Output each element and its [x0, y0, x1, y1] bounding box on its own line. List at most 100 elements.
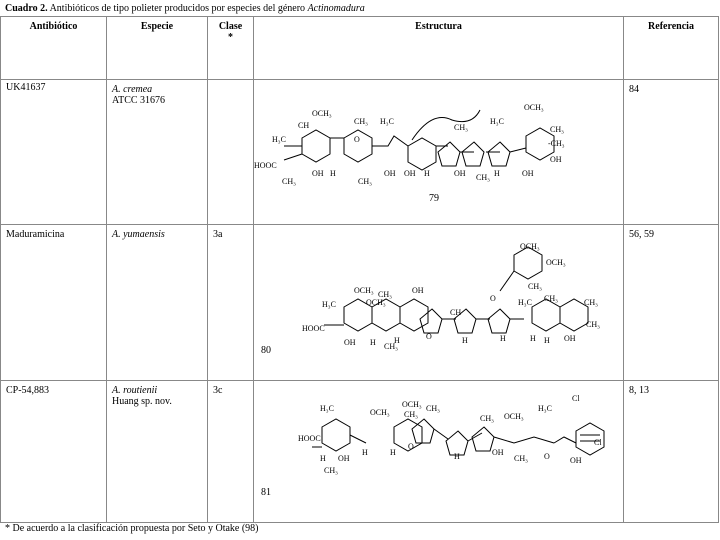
svg-text:H: H: [394, 336, 400, 345]
svg-text:OCH₃: OCH₃: [504, 412, 524, 421]
svg-text:H₃C: H₃C: [272, 135, 286, 144]
svg-text:OH: OH: [454, 169, 466, 178]
svg-text:H: H: [330, 169, 336, 178]
svg-text:CH₃: CH₃: [584, 298, 598, 307]
clase-cell: [207, 79, 254, 225]
reference-value: 8, 13: [629, 385, 649, 396]
svg-text:OH: OH: [344, 338, 356, 347]
svg-text:O: O: [490, 294, 496, 303]
svg-text:OCH₃: OCH₃: [402, 400, 422, 409]
svg-text:O: O: [354, 135, 360, 144]
antibiotic-cell: Maduramicina: [0, 224, 107, 381]
clase-value: 3c: [213, 385, 223, 396]
svg-text:CH₃: CH₃: [528, 282, 542, 291]
svg-text:CH₃: CH₃: [544, 294, 558, 303]
svg-text:CH: CH: [450, 308, 461, 317]
svg-text:H: H: [462, 336, 468, 345]
antibiotic-name: Maduramicina: [6, 229, 65, 240]
col-header-antibiotico: Antibiótico: [0, 16, 107, 80]
header-row: Antibiótico Especie Clase * Estructura R…: [0, 16, 719, 80]
svg-text:Cl: Cl: [594, 438, 602, 447]
svg-text:H: H: [500, 334, 506, 343]
svg-text:CH₃: CH₃: [354, 117, 368, 126]
antibiotic-name: CP-54,883: [6, 385, 50, 396]
reference-cell: 56, 59: [623, 224, 719, 381]
structure-number: 80: [261, 345, 271, 356]
svg-text:CH₃: CH₃: [586, 320, 600, 329]
svg-text:O: O: [408, 442, 414, 451]
svg-text:CH₃: CH₃: [480, 414, 494, 423]
svg-text:CH₃: CH₃: [282, 177, 296, 186]
species-cell: A. yumaensis: [106, 224, 208, 381]
svg-text:H: H: [494, 169, 500, 178]
svg-text:CH: CH: [298, 121, 309, 130]
species-name: A. yumaensis: [112, 229, 165, 240]
svg-text:HOOC: HOOC: [298, 434, 321, 443]
col-header-referencia: Referencia: [623, 16, 719, 80]
clase-footnote-marker: *: [228, 32, 233, 43]
svg-text:H₃C: H₃C: [490, 117, 504, 126]
footnote: * De acuerdo a la clasificación propuest…: [5, 523, 259, 534]
table-row: CP-54,883 A. routienii Huang sp. nov. 3c…: [0, 380, 719, 523]
svg-text:H: H: [424, 169, 430, 178]
antibiotic-cell: UK41637: [0, 79, 107, 225]
svg-text:OCH₃: OCH₃: [520, 242, 540, 251]
reference-value: 56, 59: [629, 229, 654, 240]
svg-text:CH₃: CH₃: [454, 123, 468, 132]
svg-text:Cl: Cl: [572, 394, 580, 403]
clase-value: 3a: [213, 229, 223, 240]
svg-text:H: H: [362, 448, 368, 457]
svg-text:OH: OH: [522, 169, 534, 178]
caption-text: Antibióticos de tipo polieter producidos…: [49, 3, 306, 14]
caption-label: Cuadro 2.: [5, 3, 48, 14]
svg-text:CH₃: CH₃: [550, 125, 564, 134]
svg-text:O: O: [426, 332, 432, 341]
svg-text:H₃C: H₃C: [538, 404, 552, 413]
svg-text:CH₃: CH₃: [378, 290, 392, 299]
svg-text:OH: OH: [384, 169, 396, 178]
svg-text:H: H: [390, 448, 396, 457]
svg-text:H₃C: H₃C: [320, 404, 334, 413]
svg-text:CH₃: CH₃: [514, 454, 528, 463]
svg-text:OH: OH: [338, 454, 350, 463]
clase-cell: 3a: [207, 224, 254, 381]
svg-text:HOOC: HOOC: [254, 161, 277, 170]
col-header-estructura: Estructura: [253, 16, 624, 80]
clase-label: Clase: [218, 21, 243, 32]
svg-text:OCH₃: OCH₃: [370, 408, 390, 417]
reference-cell: 84: [623, 79, 719, 225]
species-name: A. routienii: [112, 385, 158, 396]
svg-text:OH: OH: [570, 456, 582, 465]
species-cell: A. cremea ATCC 31676: [106, 79, 208, 225]
svg-text:OH: OH: [312, 169, 324, 178]
clase-value: [208, 80, 253, 88]
svg-text:H: H: [544, 336, 550, 345]
svg-text:H: H: [530, 334, 536, 343]
antibiotics-table: Antibiótico Especie Clase * Estructura R…: [0, 16, 719, 523]
svg-text:OH: OH: [564, 334, 576, 343]
svg-text:CH₃: CH₃: [324, 466, 338, 475]
svg-text:OCH₃: OCH₃: [524, 103, 544, 112]
structure-number: 79: [429, 193, 439, 204]
col-header-clase: Clase *: [207, 16, 254, 80]
svg-text:OH: OH: [404, 169, 416, 178]
table-caption: Cuadro 2. Antibióticos de tipo polieter …: [5, 3, 365, 14]
svg-text:CH₃: CH₃: [476, 173, 490, 182]
antibiotic-name: UK41637: [6, 82, 46, 93]
svg-text:H₃C: H₃C: [380, 117, 394, 126]
svg-text:H: H: [454, 452, 460, 461]
reference-value: 84: [629, 84, 639, 95]
strain-name: ATCC 31676: [112, 95, 166, 106]
antibiotic-cell: CP-54,883: [0, 380, 107, 523]
clase-cell: 3c: [207, 380, 254, 523]
svg-text:CH₃: CH₃: [358, 177, 372, 186]
svg-text:O: O: [544, 452, 550, 461]
structure-number: 81: [261, 487, 271, 498]
strain-name: Huang sp. nov.: [112, 396, 172, 407]
svg-text:OH: OH: [550, 155, 562, 164]
